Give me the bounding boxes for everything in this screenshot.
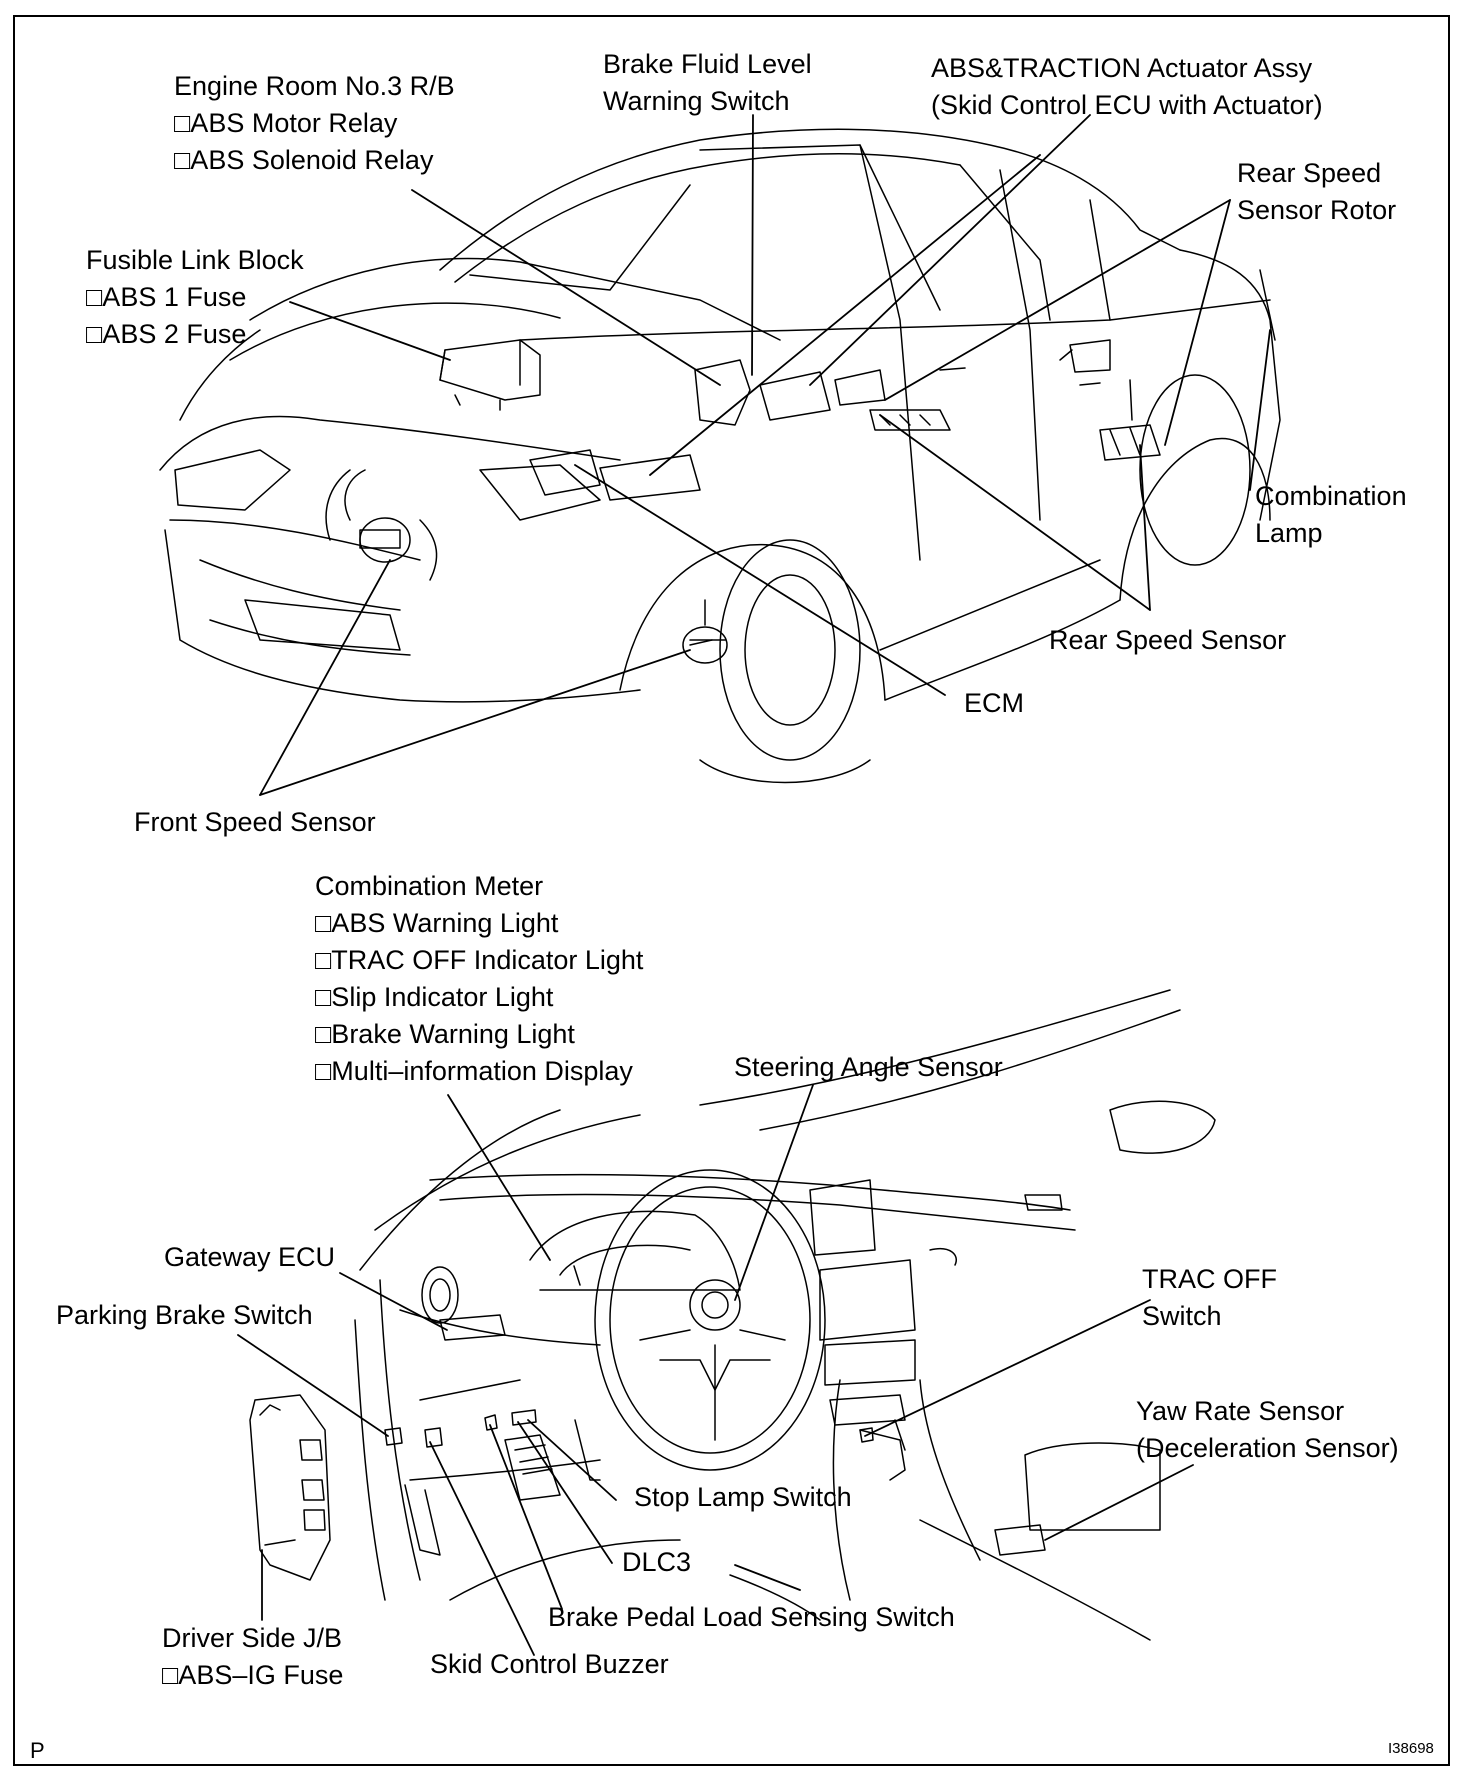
abs-warning-light-item: □ABS Warning Light [315,908,559,938]
actuator-line-2: (Skid Control ECU with Actuator) [931,90,1323,120]
trac-off-line-1: TRAC OFF [1142,1264,1277,1294]
abs2-fuse-item: □ABS 2 Fuse [86,319,247,349]
trac-off-line-2: Switch [1142,1301,1222,1331]
label-yaw-rate-sensor: Yaw Rate Sensor (Deceleration Sensor) [1136,1393,1399,1467]
leader-lines-lower [237,1084,1194,1656]
corner-letter: P [30,1738,45,1763]
driver-jb-title: Driver Side J/B [162,1623,343,1653]
combination-lamp-line-2: Lamp [1255,518,1323,548]
label-rear-speed-sensor: Rear Speed Sensor [1049,625,1287,655]
label-ecm: ECM [964,688,1024,718]
label-skid-control-buzzer: Skid Control Buzzer [430,1649,669,1679]
label-actuator-assy: ABS&TRACTION Actuator Assy (Skid Control… [931,50,1323,124]
abs-motor-relay-item: □ABS Motor Relay [174,108,398,138]
abs1-fuse-item: □ABS 1 Fuse [86,282,247,312]
label-rear-speed-sensor-rotor: Rear Speed Sensor Rotor [1237,155,1396,229]
slip-indicator-item: □Slip Indicator Light [315,982,554,1012]
abs-solenoid-relay-item: □ABS Solenoid Relay [174,145,434,175]
diagram-frame [13,15,1450,1766]
label-front-speed-sensor: Front Speed Sensor [134,807,376,837]
multi-information-display-item: □Multi–information Display [315,1056,633,1086]
label-brake-pedal-load-switch: Brake Pedal Load Sensing Switch [548,1602,955,1632]
brake-fluid-line-1: Brake Fluid Level [603,49,812,79]
label-dlc3: DLC3 [622,1547,692,1577]
label-combination-meter: Combination Meter □ABS Warning Light □TR… [315,868,643,1090]
car-illustration [159,128,1281,784]
actuator-line-1: ABS&TRACTION Actuator Assy [931,53,1313,83]
label-engine-room-rb: Engine Room No.3 R/B □ABS Motor Relay □A… [174,68,455,179]
label-driver-side-jb: Driver Side J/B □ABS–IG Fuse [162,1620,343,1694]
trac-off-indicator-item: □TRAC OFF Indicator Light [315,945,644,975]
label-gateway-ecu: Gateway ECU [164,1242,336,1272]
label-stop-lamp-switch: Stop Lamp Switch [634,1482,852,1512]
leader-lines-upper [259,114,1271,796]
fusible-link-title: Fusible Link Block [86,245,304,275]
rear-speed-rotor-line-2: Sensor Rotor [1237,195,1397,225]
label-steering-angle-sensor: Steering Angle Sensor [734,1052,1003,1082]
combination-lamp-line-1: Combination [1255,481,1407,511]
label-fusible-link-block: Fusible Link Block □ABS 1 Fuse □ABS 2 Fu… [86,242,304,353]
brake-fluid-line-2: Warning Switch [603,86,790,116]
engine-room-rb-title: Engine Room No.3 R/B [174,71,455,101]
label-parking-brake-switch: Parking Brake Switch [56,1300,313,1330]
combination-meter-title: Combination Meter [315,871,544,901]
yaw-rate-line-2: (Deceleration Sensor) [1136,1433,1399,1463]
label-combination-lamp: Combination Lamp [1255,478,1407,552]
yaw-rate-line-1: Yaw Rate Sensor [1136,1396,1345,1426]
label-trac-off-switch: TRAC OFF Switch [1142,1261,1277,1335]
figure-id: I38698 [1388,1740,1434,1757]
brake-warning-light-item: □Brake Warning Light [315,1019,575,1049]
dashboard-illustration [249,989,1216,1641]
label-brake-fluid-level-switch: Brake Fluid Level Warning Switch [603,46,812,120]
abs-ig-fuse-item: □ABS–IG Fuse [162,1660,344,1690]
rear-speed-rotor-line-1: Rear Speed [1237,158,1382,188]
